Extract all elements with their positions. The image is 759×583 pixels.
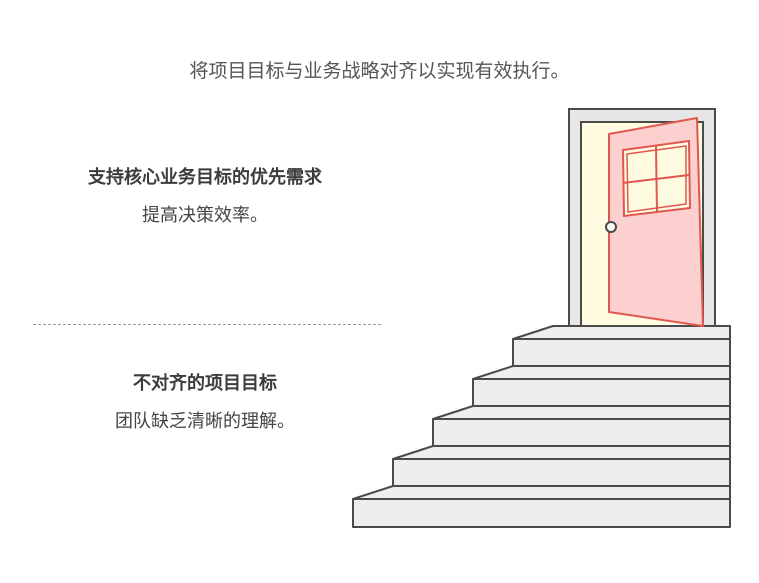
page-title: 将项目目标与业务战略对齐以实现有效执行。 <box>189 60 570 82</box>
section-aligned-priorities: 支持核心业务目标的优先需求 提高决策效率。 <box>40 163 370 227</box>
stairs <box>352 325 731 528</box>
section-heading: 支持核心业务目标的优先需求 <box>88 167 322 188</box>
door-knob-icon <box>605 221 617 233</box>
door <box>568 108 716 327</box>
stair-step-top <box>392 445 731 460</box>
stair-step-top <box>472 365 731 380</box>
door-window <box>621 139 692 218</box>
section-divider <box>33 324 381 325</box>
section-description: 团队缺乏清晰的理解。 <box>115 411 295 432</box>
stair-step <box>352 498 731 528</box>
section-description: 提高决策效率。 <box>142 205 268 226</box>
stair-step <box>472 378 731 407</box>
stair-step-top <box>512 325 731 340</box>
stair-step <box>512 338 731 367</box>
stair-step <box>432 418 731 447</box>
stair-step-top <box>352 485 731 500</box>
stair-step-top <box>432 405 731 420</box>
section-heading: 不对齐的项目目标 <box>133 373 277 394</box>
section-misaligned-goals: 不对齐的项目目标 团队缺乏清晰的理解。 <box>40 369 370 433</box>
stair-step <box>392 458 731 487</box>
